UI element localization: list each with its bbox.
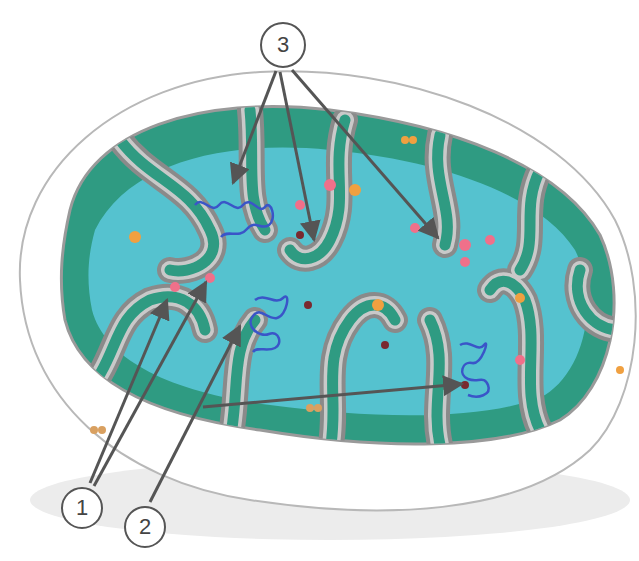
callout-number: 1 — [76, 497, 88, 519]
leader-lines — [90, 70, 462, 502]
matrix-and-cristae — [80, 110, 620, 450]
callout-circle: 3 — [260, 22, 306, 68]
callout-circle: 2 — [124, 506, 166, 548]
outer-membrane — [20, 71, 636, 510]
callout-number: 2 — [139, 516, 151, 538]
callout-number: 3 — [277, 34, 289, 56]
outer-granules — [90, 136, 624, 434]
mtdna — [195, 202, 489, 396]
granules — [129, 179, 525, 389]
callout-circle: 1 — [61, 487, 103, 529]
